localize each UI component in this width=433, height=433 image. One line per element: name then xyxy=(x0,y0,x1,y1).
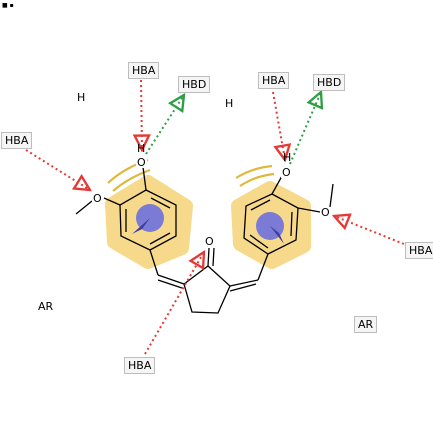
aromatic-vector-right xyxy=(270,226,284,244)
atom-o-hydroxy-left: O xyxy=(136,156,147,169)
atom-o-methoxy-left: O xyxy=(92,192,103,205)
label-hba-right: HBA xyxy=(405,242,433,259)
vector-hba-left xyxy=(25,149,90,190)
label-h-center: H xyxy=(225,97,234,110)
label-hba-top-right: HBA xyxy=(258,72,290,89)
atom-h-hydroxy-right: H xyxy=(283,151,292,164)
label-hbd-top-left: HBD xyxy=(178,76,211,93)
molecule-bonds xyxy=(75,166,334,314)
label-hba-bottom: HBA xyxy=(124,357,156,374)
label-h-left: H xyxy=(77,91,86,104)
atom-o-hydroxy-right: O xyxy=(281,166,292,179)
corner-mark: ■ ▪ xyxy=(2,2,14,9)
label-hba-left: HBA xyxy=(1,132,33,149)
hydrophobic-arc-right-2 xyxy=(239,172,275,187)
vector-hba-top-right xyxy=(272,91,285,160)
label-hba-top-left: HBA xyxy=(128,62,160,79)
atom-h-hydroxy-left: H xyxy=(137,142,146,155)
vector-hbd-top-left xyxy=(145,95,184,155)
aromatic-vector-left xyxy=(132,218,150,234)
label-hbd-top-right: HBD xyxy=(313,74,346,91)
label-ar-left: AR xyxy=(38,300,54,313)
hydrophobic-arc-left-2 xyxy=(112,168,151,192)
vector-hba-top-left xyxy=(141,79,142,150)
vector-hba-bottom xyxy=(144,252,204,355)
atom-o-methoxy-right: O xyxy=(320,206,331,219)
vector-hbd-top-right xyxy=(289,92,321,165)
label-ar-right: AR xyxy=(354,316,378,333)
atom-o-ketone: O xyxy=(204,235,215,248)
vector-hba-right xyxy=(334,216,405,245)
hydrophobic-arc-right-1 xyxy=(235,164,273,179)
